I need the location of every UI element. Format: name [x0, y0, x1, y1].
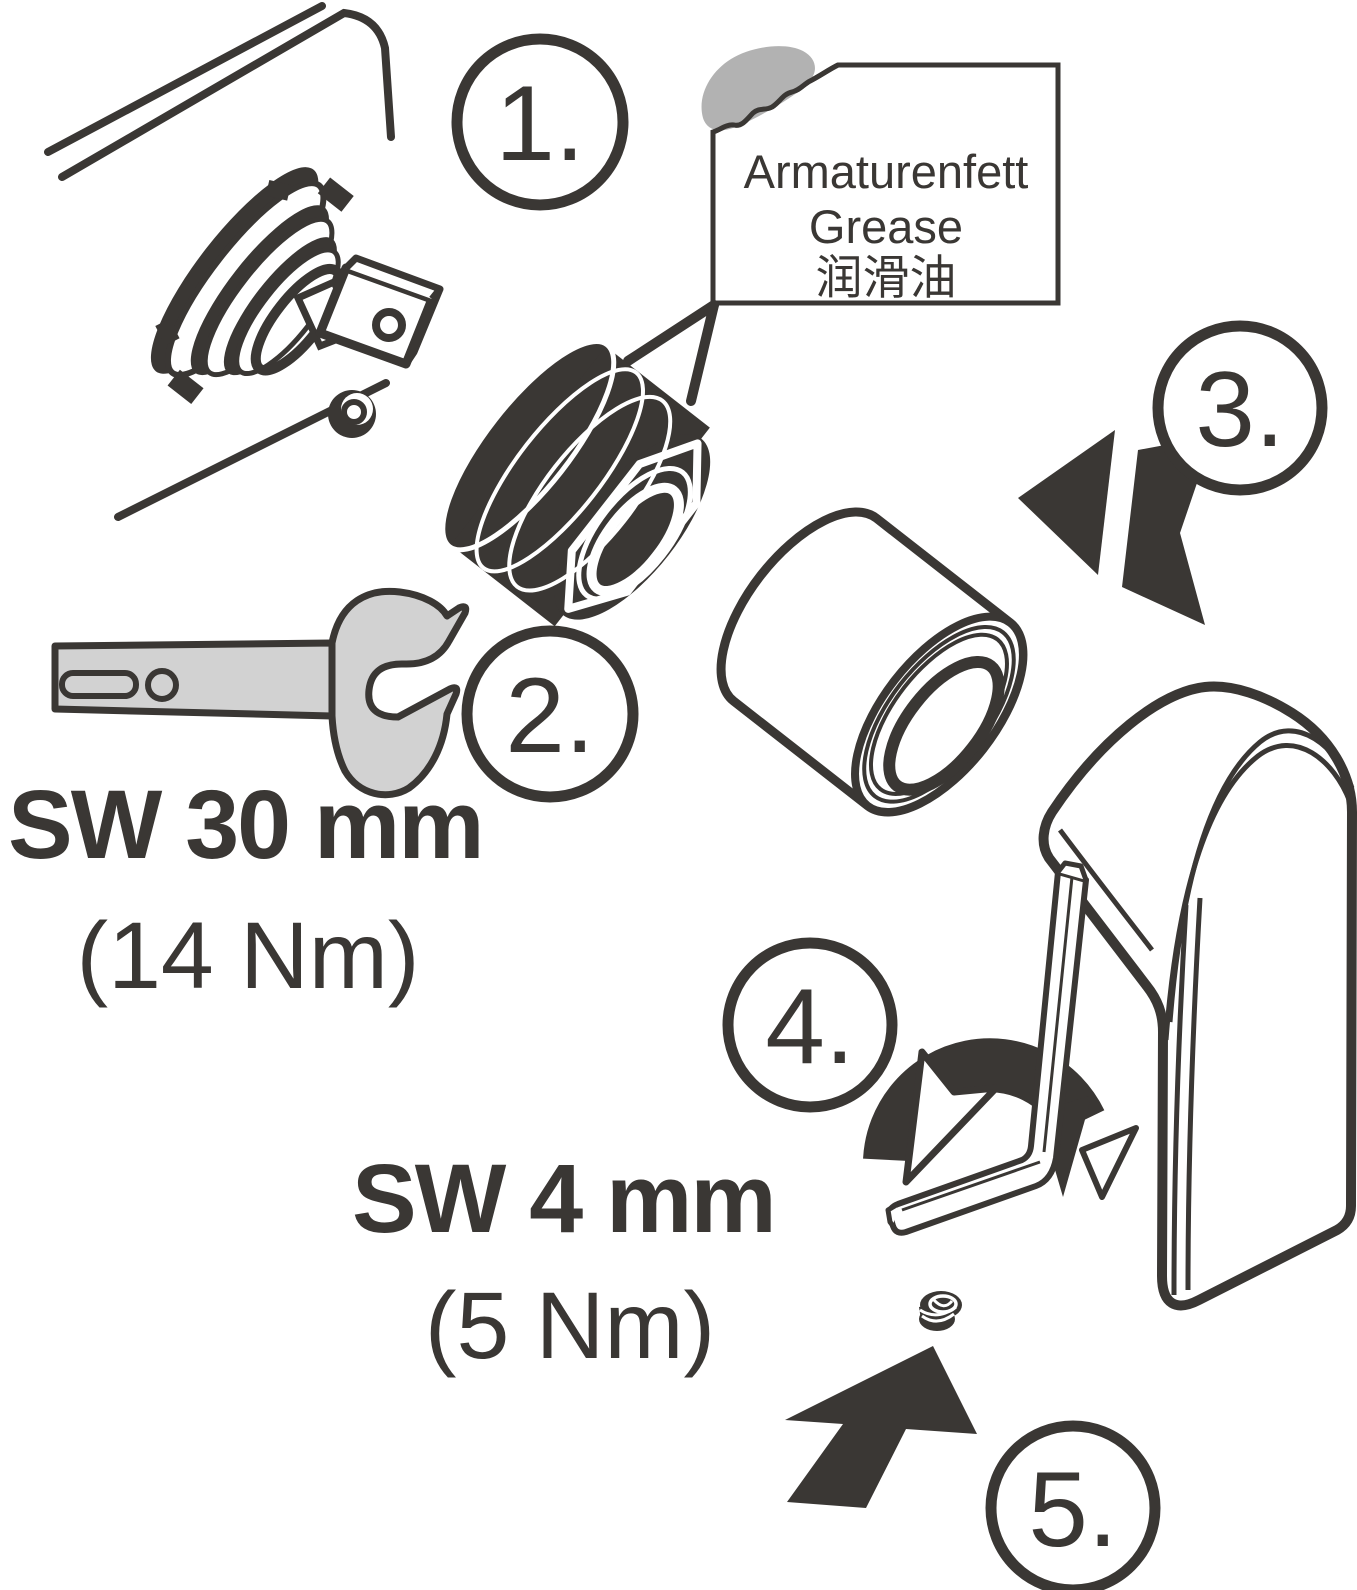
step-number: 1. [495, 63, 584, 183]
allen-key-icon [885, 860, 1089, 1236]
wrench-torque-label: (14 Nm) [76, 903, 419, 1009]
hex-key-torque-label: (5 Nm) [425, 1273, 715, 1379]
open-end-wrench-icon [51, 587, 470, 799]
grease-label-line1: Armaturenfett [744, 145, 1029, 198]
step-number: 5. [1028, 1449, 1117, 1569]
step-badge-4: 4. [722, 937, 898, 1113]
step-badge-5: 5. [985, 1420, 1161, 1590]
lever-handle-icon [1038, 681, 1357, 1311]
wrench-size-label: SW 30 mm [8, 770, 483, 879]
direction-arrow-icon [785, 1346, 977, 1508]
step-badge-1: 1. [451, 33, 629, 211]
hex-key-size-label: SW 4 mm [352, 1144, 775, 1253]
step-badge-3: 3. [1152, 320, 1328, 496]
set-screw-icon [919, 1291, 962, 1331]
leader-line [686, 300, 719, 406]
grease-label-line2: Grease [809, 200, 963, 253]
step-badge-2: 2. [461, 625, 639, 803]
step-number: 2. [505, 655, 594, 775]
leader-line [623, 300, 719, 366]
step-number: 3. [1195, 349, 1284, 469]
grease-label-box: Armaturenfett Grease 润滑油 [623, 46, 1061, 406]
extension-sleeve-icon [716, 507, 1028, 817]
concealed-valve-body-icon [150, 167, 444, 438]
grease-blob-icon [701, 46, 815, 131]
grease-label-line3: 润滑油 [816, 251, 957, 304]
cartridge-bushing-icon [440, 339, 711, 627]
direction-arrow-icon [1018, 430, 1213, 625]
step-number: 4. [765, 966, 854, 1086]
